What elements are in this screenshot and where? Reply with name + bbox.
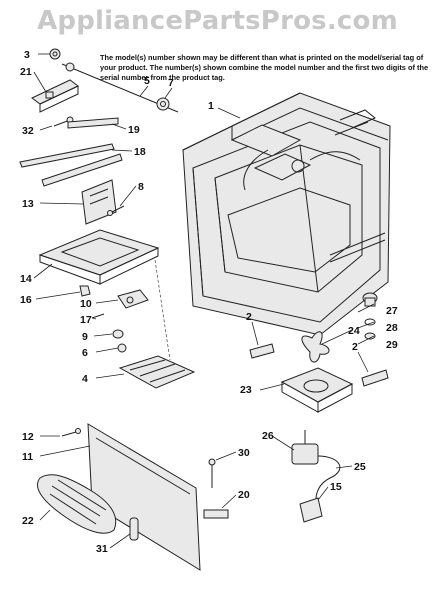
callout-2b: 2 xyxy=(352,341,358,353)
pin-part-30 xyxy=(208,458,216,488)
model-note: The model(s) number shown may be differe… xyxy=(100,53,429,82)
clip-part-31 xyxy=(129,517,139,541)
callout-22: 22 xyxy=(22,515,34,527)
callout-19: 19 xyxy=(128,124,140,136)
foam-part-2a xyxy=(249,343,275,359)
grommet-part-3 xyxy=(49,48,61,60)
callout-8: 8 xyxy=(138,181,144,193)
callout-16: 16 xyxy=(20,294,32,306)
side-bracket-part-13 xyxy=(81,179,117,225)
slide-rail-part-18 xyxy=(19,143,123,187)
callout-32: 32 xyxy=(22,125,34,137)
callout-23: 23 xyxy=(240,384,252,396)
callout-6: 6 xyxy=(82,347,88,359)
callout-11: 11 xyxy=(22,451,33,463)
clip-part-16 xyxy=(79,285,91,297)
motor-part-26 xyxy=(291,430,319,465)
callout-12: 12 xyxy=(22,431,34,443)
callout-20: 20 xyxy=(238,489,250,501)
callout-9: 9 xyxy=(82,331,88,343)
callout-2a: 2 xyxy=(246,311,252,323)
callout-18: 18 xyxy=(134,146,146,158)
callout-29: 29 xyxy=(386,339,398,351)
callout-4: 4 xyxy=(82,373,88,385)
callout-14: 14 xyxy=(20,273,32,285)
callout-30: 30 xyxy=(238,447,250,459)
gear-part-7 xyxy=(156,97,170,111)
cap-part-27 xyxy=(362,292,378,307)
fan-blade-part-24 xyxy=(301,331,330,363)
foam-strip-part-20 xyxy=(203,509,229,519)
callout-7: 7 xyxy=(168,77,174,89)
callout-1: 1 xyxy=(208,100,214,112)
connector-part-15 xyxy=(299,497,323,523)
watermark-logo: AppliancePartsPros.com xyxy=(37,6,398,36)
callout-24: 24 xyxy=(348,325,360,337)
bulb-part-9 xyxy=(112,329,124,339)
leader-lines xyxy=(33,53,375,549)
harness-part-25 xyxy=(315,455,341,501)
tray-part-14 xyxy=(38,229,160,285)
callout-3: 3 xyxy=(24,49,30,61)
callout-27: 27 xyxy=(386,305,398,317)
callout-labels: 3 21 5 7 1 32 19 18 8 13 14 16 10 17 9 6… xyxy=(20,49,398,555)
foam-part-2b xyxy=(361,369,389,387)
socket-part-6 xyxy=(117,343,127,353)
callout-21: 21 xyxy=(20,66,32,78)
cover-panel-part-11 xyxy=(87,423,201,571)
screw-part-8 xyxy=(107,205,125,216)
fan-bracket-part-23 xyxy=(280,367,354,413)
grommet-part-29 xyxy=(364,332,376,340)
callout-10: 10 xyxy=(80,298,92,310)
light-shield-part-4 xyxy=(118,355,196,389)
callout-5: 5 xyxy=(144,75,150,87)
callout-25: 25 xyxy=(354,461,366,473)
washer-part-28 xyxy=(364,318,376,326)
bracket-part-21 xyxy=(31,79,79,113)
freezer-housing-part xyxy=(182,92,391,336)
damper-part-10 xyxy=(117,289,149,309)
screw-part-12 xyxy=(61,428,81,437)
callout-31: 31 xyxy=(96,543,108,555)
grille-part-22 xyxy=(37,474,117,534)
callout-26: 26 xyxy=(262,430,274,442)
screw-part-17 xyxy=(91,313,105,319)
callout-17: 17 xyxy=(80,314,92,326)
callout-28: 28 xyxy=(386,322,398,334)
callout-15: 15 xyxy=(330,481,342,493)
rail-part-19 xyxy=(67,117,119,129)
callout-13: 13 xyxy=(22,198,34,210)
